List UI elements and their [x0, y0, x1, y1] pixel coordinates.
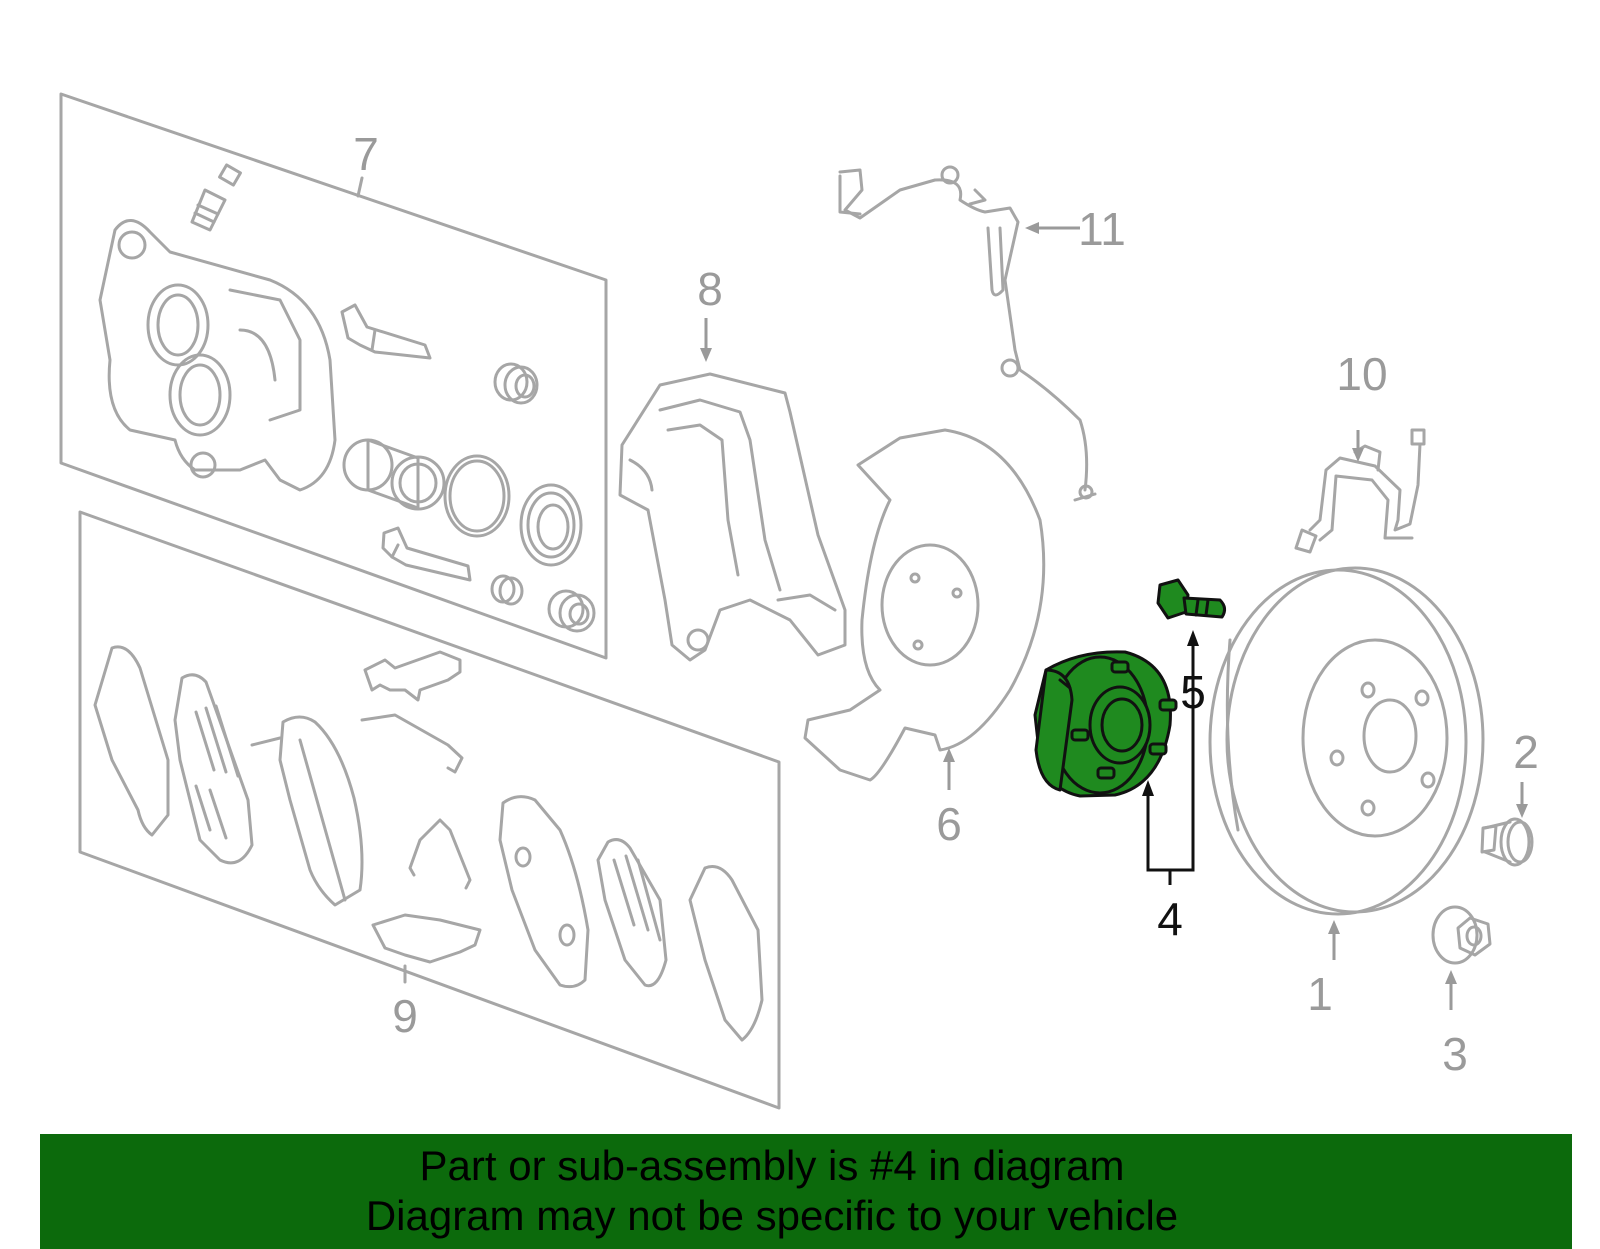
info-banner: Part or sub-assembly is #4 in diagram Di…	[40, 1134, 1572, 1249]
wheel-hub-bearing-assembly	[1033, 650, 1178, 798]
banner-line-2: Diagram may not be specific to your vehi…	[365, 1192, 1179, 1239]
callout-leaders	[700, 222, 1528, 1010]
rotor-screw	[1480, 817, 1534, 867]
brake-rotor	[1208, 566, 1485, 916]
callout-1: 1	[1307, 968, 1333, 1020]
callout-10: 10	[1336, 348, 1387, 400]
banner-line-1: Part or sub-assembly is #4 in diagram	[419, 1142, 1125, 1189]
callout-6: 6	[936, 798, 962, 850]
callout-11: 11	[1078, 203, 1126, 255]
brake-pad-kit-panel	[78, 510, 781, 1110]
callout-7: 7	[353, 128, 379, 180]
caliper-kit-panel	[59, 92, 608, 660]
callout-9: 9	[392, 990, 418, 1042]
callout-2: 2	[1513, 726, 1539, 778]
callout-8: 8	[697, 263, 723, 315]
callout-5: 5	[1180, 666, 1206, 718]
brake-hose	[1294, 428, 1426, 554]
callout-numbers: 1 2 3 4 5 6 7 8 9 10 11	[353, 128, 1539, 1080]
dust-shield	[803, 428, 1046, 782]
hub-nut	[1431, 905, 1492, 965]
hub-bolt	[1156, 578, 1227, 620]
callout-3: 3	[1442, 1028, 1468, 1080]
callout-4: 4	[1157, 893, 1183, 945]
caliper-bracket	[618, 372, 847, 662]
abs-wheel-speed-sensor	[838, 165, 1097, 502]
